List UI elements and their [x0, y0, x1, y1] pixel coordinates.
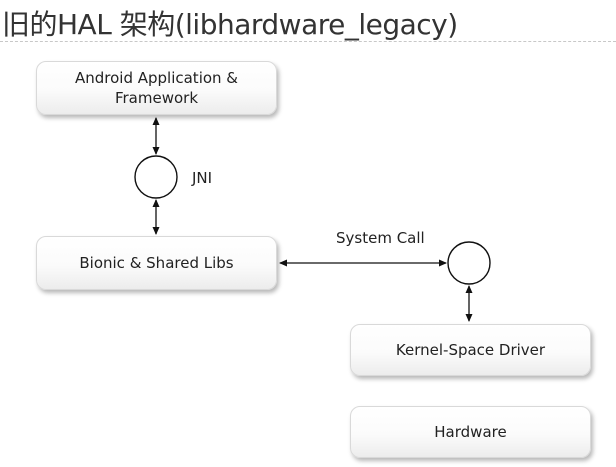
- kernel-space-driver-label: Kernel-Space Driver: [395, 341, 546, 359]
- hardware-box: Hardware: [350, 406, 591, 458]
- app-framework-label: Android Application & Framework: [74, 69, 239, 107]
- system-call-label: System Call: [336, 229, 425, 247]
- bionic-shared-libs-box: Bionic & Shared Libs: [36, 236, 277, 290]
- jni-label: JNI: [192, 169, 213, 187]
- hardware-label: Hardware: [434, 423, 507, 441]
- jni-node: [134, 155, 178, 199]
- app-framework-box: Android Application & Framework: [36, 61, 277, 115]
- page-title: 旧的HAL 架构(libhardware_legacy): [2, 8, 458, 41]
- title-divider: [0, 41, 616, 42]
- system-call-node: [447, 241, 491, 285]
- kernel-space-driver-box: Kernel-Space Driver: [350, 324, 591, 376]
- bionic-shared-libs-label: Bionic & Shared Libs: [79, 254, 234, 272]
